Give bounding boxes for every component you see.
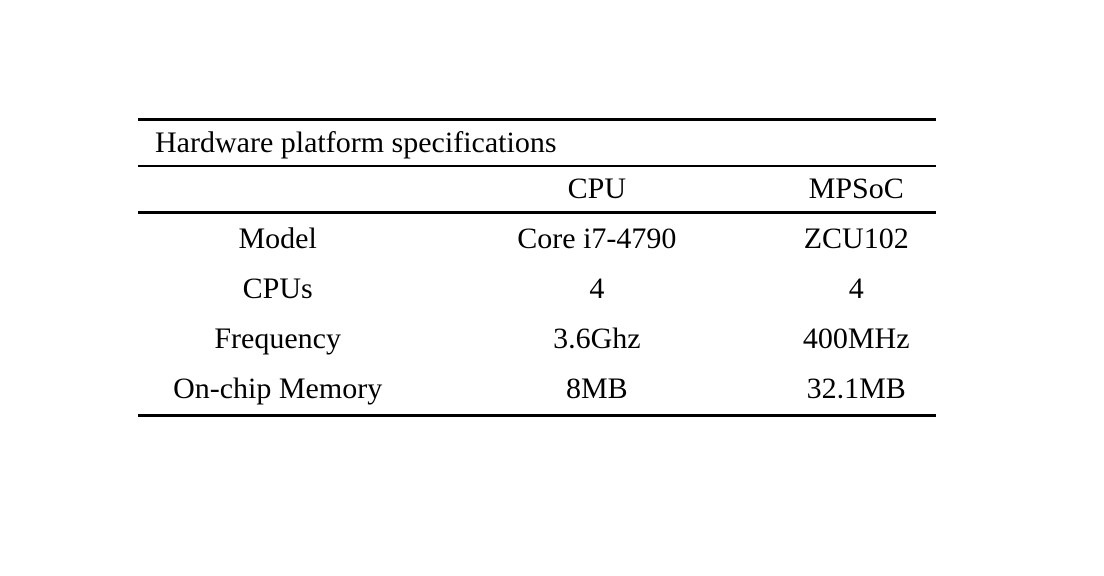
cell-value-cpu: 8MB bbox=[566, 372, 628, 405]
cell-value-mpsoc: ZCU102 bbox=[803, 222, 909, 255]
cell-value-cpu: 4 bbox=[589, 272, 605, 305]
row-label: On-chip Memory bbox=[173, 372, 383, 405]
cell-value-cpu: 3.6Ghz bbox=[553, 322, 641, 355]
row-label: Frequency bbox=[214, 322, 341, 355]
table-row-onchip-memory: On-chip Memory 8MB 32.1MB bbox=[138, 364, 936, 414]
column-header-mpsoc: MPSoC bbox=[808, 172, 904, 205]
cell-value-cpu: Core i7-4790 bbox=[517, 222, 677, 255]
table-row-frequency: Frequency 3.6Ghz 400MHz bbox=[138, 314, 936, 364]
cell-value-mpsoc: 4 bbox=[848, 272, 864, 305]
table-title-row: Hardware platform specifications bbox=[138, 121, 936, 167]
column-header-cpu: CPU bbox=[567, 172, 627, 205]
cell-value-mpsoc: 400MHz bbox=[802, 322, 910, 355]
table-row-model: Model Core i7-4790 ZCU102 bbox=[138, 214, 936, 264]
table-header-row: CPU MPSoC bbox=[138, 167, 936, 214]
row-label: Model bbox=[238, 222, 317, 255]
hardware-spec-table: Hardware platform specifications CPU MPS… bbox=[138, 118, 936, 417]
row-label: CPUs bbox=[242, 272, 313, 305]
table-title: Hardware platform specifications bbox=[155, 126, 557, 159]
cell-value-mpsoc: 32.1MB bbox=[806, 372, 906, 405]
table-row-cpus: CPUs 4 4 bbox=[138, 264, 936, 314]
